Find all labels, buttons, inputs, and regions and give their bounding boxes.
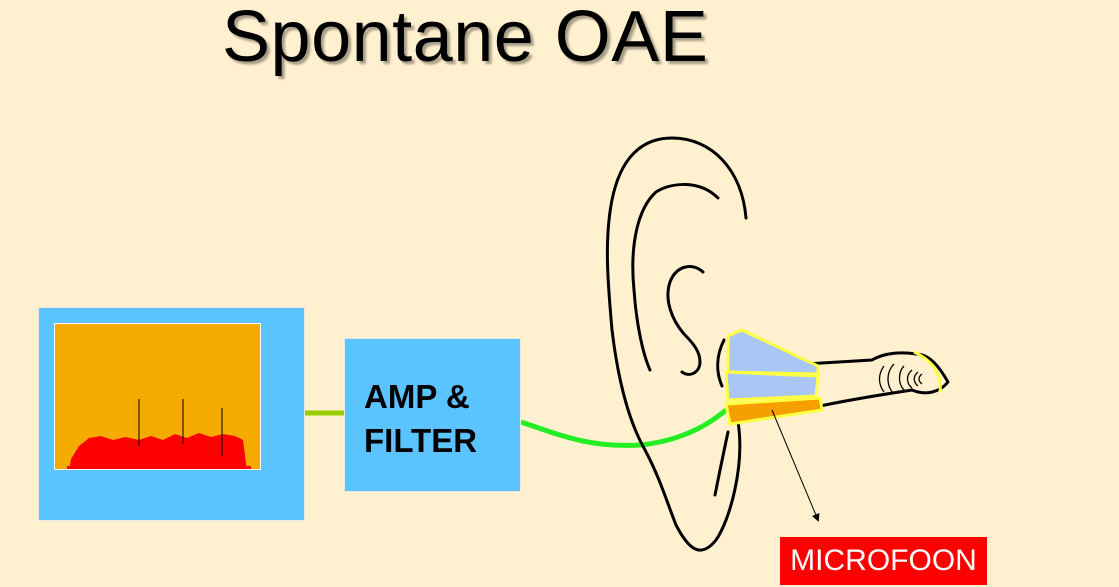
amp-label-line2: FILTER [364,422,478,459]
sound-wave-4 [906,369,913,389]
microphone-label: MICROFOON [780,537,987,585]
ear-canal [771,351,950,416]
spectrum-baseline [67,466,251,469]
amp-label-line1: AMP & [364,378,470,415]
probe-microphone [724,396,824,426]
ear-concha [666,265,705,376]
spectrum-noise-floor [69,433,247,469]
spectrum-screen [54,323,261,470]
microphone-pointer-arrow [771,409,820,522]
slide-title: Spontane OAE [222,0,709,77]
sound-wave-1 [878,365,885,393]
amp-filter-label: AMP & FILTER [364,375,477,463]
spectrum-monitor [38,307,305,521]
probe-cable [520,408,728,448]
ear-tragus [716,338,726,388]
ear-antihelix [631,182,720,372]
sound-wave-3 [898,365,905,391]
probe-body-top [726,328,820,376]
amp-filter-box: AMP & FILTER [344,338,521,492]
ear-outline [605,136,748,552]
spectrum-plot [67,399,251,469]
sound-wave-2 [887,363,895,395]
ear-lobe-line [713,430,730,497]
sound-wave-5 [913,371,919,387]
probe-body-bottom [724,370,820,402]
sound-wave-6 [918,373,923,385]
eardrum [913,350,942,393]
